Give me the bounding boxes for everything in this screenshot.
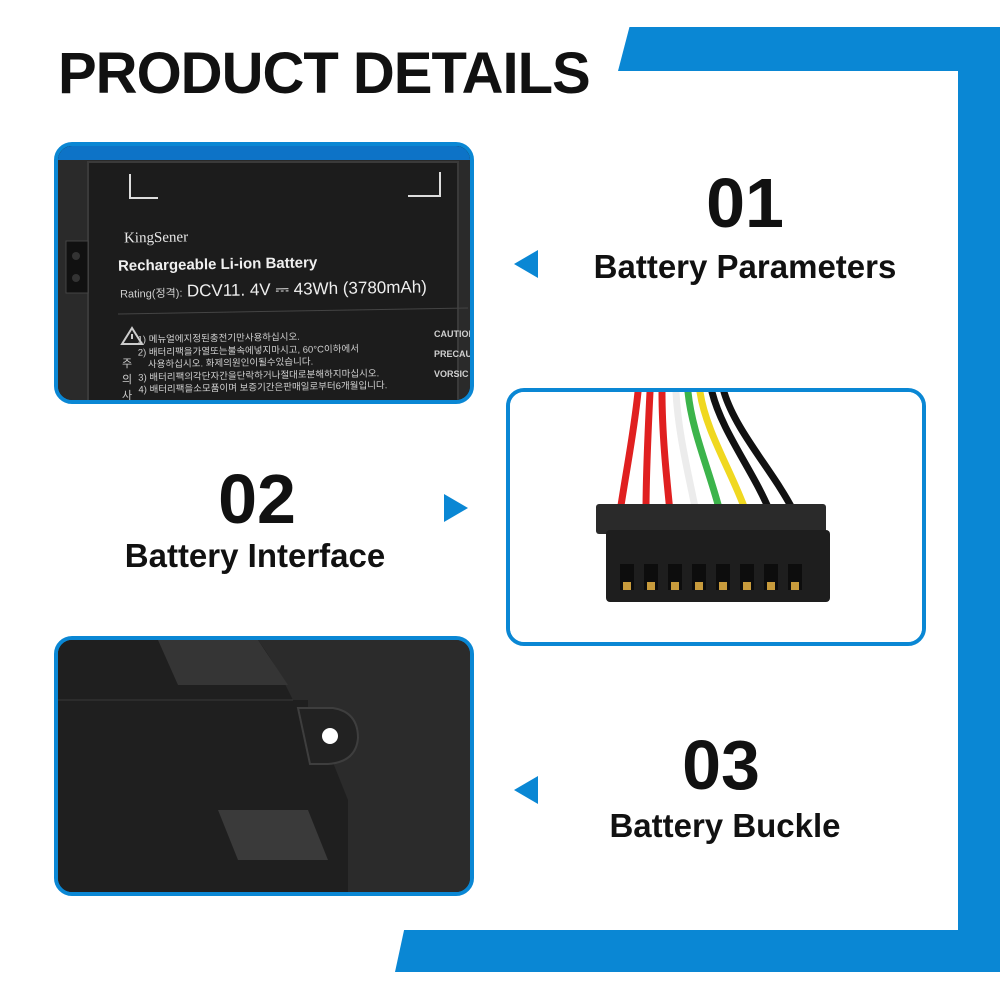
side-char-2: 의 [122, 374, 133, 386]
caution-text-3: VORSIC [434, 369, 469, 379]
battery-label-graphic [58, 146, 470, 400]
arrow-right-icon [444, 494, 468, 522]
section-title-2: Battery Interface [124, 537, 386, 574]
section-number-1: 01 [706, 164, 784, 242]
section-title-1: Battery Parameters [593, 248, 897, 285]
section-number-2: 02 [218, 460, 296, 538]
battery-label-photo: KingSener Rechargeable Li-ion Battery Ra… [54, 142, 474, 404]
battery-buckle-photo [54, 636, 474, 896]
caution-text-2: PRECAUT [434, 349, 474, 359]
arrow-left-icon [514, 250, 538, 278]
frame-top-bar [618, 27, 1000, 71]
arrow-left-icon [514, 776, 538, 804]
battery-buckle-graphic [58, 640, 470, 892]
korean-warning-text: 1) 메뉴얼에지정된충전기만사용하십시오. 2) 배터리팩을가열또는불속에넣지마… [137, 329, 434, 397]
section-number-3: 03 [682, 726, 760, 804]
side-char-3: 사 [122, 390, 133, 402]
battery-rating-prefix: Rating(정격): [119, 287, 183, 301]
warning-triangle-icon [120, 326, 144, 345]
caution-text-1: CAUTION [434, 329, 474, 339]
side-char-1: 주 [122, 358, 133, 370]
battery-type: Rechargeable Li-ion Battery [117, 254, 318, 275]
battery-connector-photo [506, 388, 926, 646]
frame-right-bar [958, 27, 1000, 970]
page-title: PRODUCT DETAILS [58, 41, 591, 106]
frame-bottom-bar [395, 930, 1000, 972]
caution-column: CAUTION PRECAUT VORSIC [434, 324, 474, 384]
battery-connector-graphic [510, 392, 922, 642]
korean-side-chars: 주 의 사 [122, 356, 133, 402]
battery-rating-value: DCV11. 4V ⎓ 43Wh (3780mAh) [186, 277, 428, 301]
section-title-3: Battery Buckle [609, 807, 841, 844]
battery-brand: KingSener [123, 229, 189, 247]
